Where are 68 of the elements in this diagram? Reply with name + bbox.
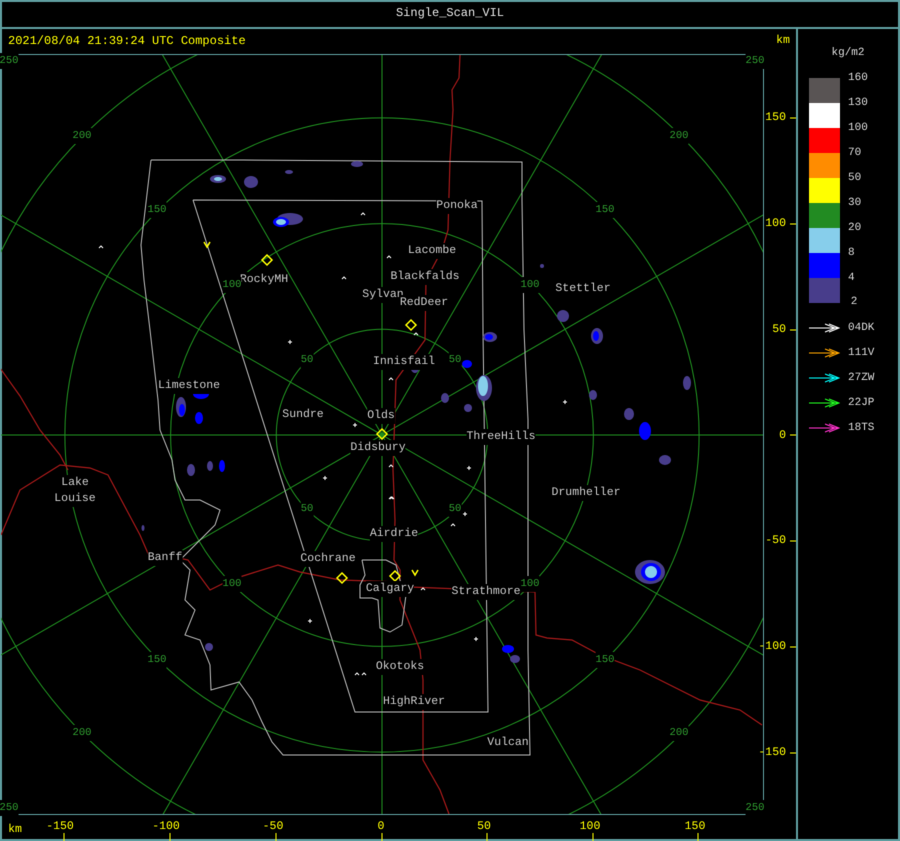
town-label: Olds: [367, 408, 395, 424]
axis-tick-label: 100: [580, 819, 600, 835]
range-ring-label: 200: [670, 725, 688, 741]
axis-tick-label: -100: [152, 819, 180, 835]
town-label: Strathmore: [452, 584, 520, 600]
range-ring-label: 50: [448, 352, 462, 368]
axis-tick-label: 150: [765, 110, 786, 126]
range-ring-label: 100: [222, 576, 242, 592]
town-label: Banff: [148, 550, 182, 566]
legend-value: 4: [848, 271, 855, 285]
range-ring-label: 100: [520, 576, 540, 592]
town-label: Calgary: [366, 581, 414, 597]
axis-tick-label: km: [8, 822, 22, 838]
axis-tick-label: -150: [46, 819, 74, 835]
town-label: Innisfail: [372, 354, 436, 370]
legend-value: 20: [848, 221, 862, 235]
town-label: Lacombe: [408, 243, 456, 259]
legend-label: 18TS: [848, 421, 874, 435]
town-label: Airdrie: [370, 526, 418, 542]
range-ring-label: 150: [148, 202, 166, 218]
legend-label: 22JP: [848, 396, 874, 410]
range-ring-label: 150: [148, 652, 166, 668]
town-label: Ponoka: [436, 198, 478, 214]
town-label: Okotoks: [376, 659, 424, 675]
legend-value: 160: [848, 71, 868, 85]
range-ring-label: 100: [222, 277, 242, 293]
range-ring-label: 200: [72, 128, 92, 144]
range-ring-label: 250: [746, 53, 764, 69]
legend-label: 27ZW: [848, 371, 874, 385]
legend-value: 2: [850, 295, 858, 310]
axis-tick-label: 150: [684, 819, 706, 835]
range-ring-label: 50: [448, 501, 462, 517]
legend-value: 70: [848, 146, 862, 160]
town-label: Limestone: [158, 378, 220, 394]
range-ring-label: 250: [0, 800, 18, 816]
legend-value: kg/m2: [832, 46, 864, 61]
legend-value: 30: [848, 196, 862, 210]
legend-label: 111V: [848, 346, 874, 360]
axis-tick-label: -50: [765, 533, 786, 549]
range-ring-label: 200: [72, 725, 92, 741]
legend-value: 100: [848, 121, 868, 135]
town-label: HighRiver: [382, 694, 446, 710]
axis-tick-label: 0: [779, 428, 786, 444]
range-ring-label: 150: [596, 652, 614, 668]
legend-label: 04DK: [848, 321, 874, 335]
range-ring-label: 50: [300, 501, 314, 517]
range-ring-label: 250: [0, 53, 18, 69]
timestamp-text: 2021/08/04 21:39:24 UTC Composite: [8, 33, 246, 49]
axis-tick-label: km: [776, 33, 790, 49]
town-label: ThreeHills: [466, 429, 536, 445]
axis-tick-label: 50: [772, 322, 786, 338]
legend-value: 130: [848, 96, 868, 110]
range-ring-label: 200: [670, 128, 688, 144]
range-ring-label: 50: [300, 352, 314, 368]
axis-tick-label: 50: [477, 819, 491, 835]
town-label: Didsbury: [350, 440, 406, 456]
legend-value: 8: [848, 246, 855, 260]
chart-title: Single_Scan_VIL: [394, 6, 506, 20]
town-label: Blackfalds: [390, 269, 460, 285]
range-ring-label: 250: [746, 800, 764, 816]
axis-tick-label: 0: [378, 819, 384, 835]
range-ring-label: 150: [596, 202, 614, 218]
axis-tick-label: 100: [765, 216, 786, 232]
legend-value: 50: [848, 171, 862, 185]
axis-tick-label: -50: [262, 819, 284, 835]
town-label: Cochrane: [300, 551, 356, 567]
range-ring-label: 100: [520, 277, 540, 293]
town-label: Drumheller: [552, 485, 620, 501]
